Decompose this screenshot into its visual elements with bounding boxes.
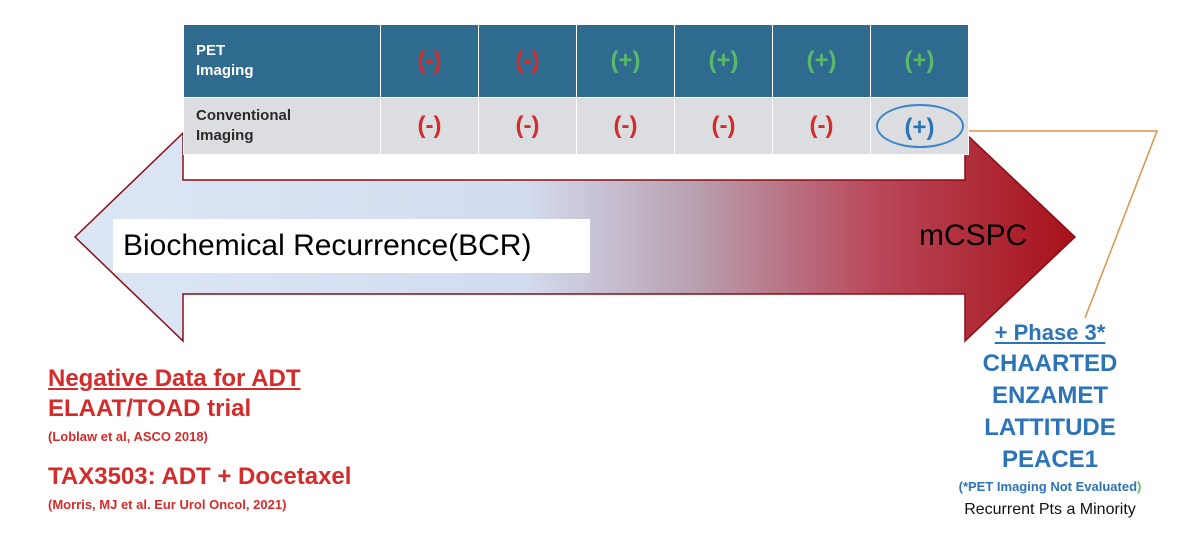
mcspc-label: mCSPC <box>919 219 1028 252</box>
tax3503-trial: TAX3503: ADT + Docetaxel <box>48 463 352 490</box>
phase3-notes: + Phase 3* CHAARTED ENZAMET LATTITUDE PE… <box>920 318 1180 520</box>
loblaw-reference: (Loblaw et al, ASCO 2018) <box>48 429 208 444</box>
conventional-cell: (-) <box>576 97 675 155</box>
bcr-label: Biochemical Recurrence(BCR) <box>113 219 590 273</box>
highlight-circle: (+) <box>875 104 964 148</box>
trial-name: PEACE1 <box>1001 446 1099 473</box>
pet-cell: (+) <box>772 24 871 98</box>
trial-name: LATTITUDE <box>984 414 1116 441</box>
conventional-cell: (-) <box>674 97 773 155</box>
conventional-cell: (-) <box>478 97 577 155</box>
trial-name: ENZAMET <box>992 382 1108 409</box>
connector-line <box>960 130 1159 319</box>
conventional-cell: (-) <box>380 97 479 155</box>
negative-data-heading: Negative Data for ADT <box>48 365 301 392</box>
conventional-cell: (-) <box>772 97 871 155</box>
negative-data-notes: Negative Data for ADT ELAAT/TOAD trial (… <box>48 364 351 516</box>
pet-cell: (+) <box>674 24 773 98</box>
pet-cell: (+) <box>870 24 969 98</box>
elaat-toad-trial: ELAAT/TOAD trial <box>48 395 252 422</box>
pet-cell: (+) <box>576 24 675 98</box>
conventional-cell-circled: (+) <box>870 97 969 155</box>
pet-cell: (-) <box>380 24 479 98</box>
trial-name: CHAARTED <box>982 350 1118 377</box>
morris-reference: (Morris, MJ et al. Eur Urol Oncol, 2021) <box>48 497 287 512</box>
pet-cell: (-) <box>478 24 577 98</box>
pet-not-evaluated-footnote: (*PET Imaging Not Evaluated) <box>958 479 1142 494</box>
recurrent-minority-note: Recurrent Pts a Minority <box>964 501 1136 518</box>
phase3-heading: + Phase 3* <box>994 320 1106 345</box>
